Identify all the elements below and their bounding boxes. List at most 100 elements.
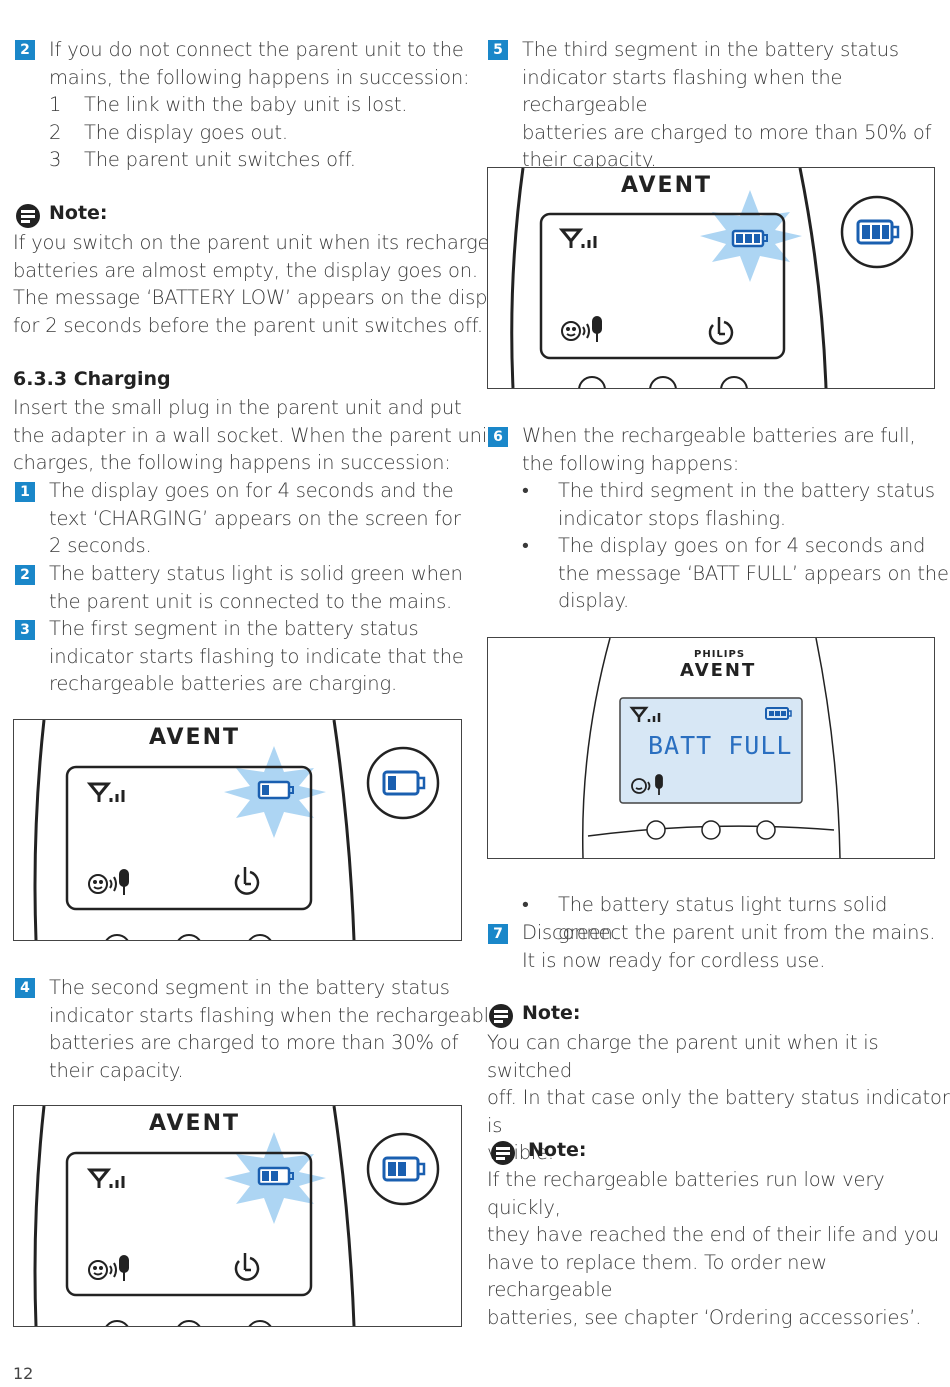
step-line: indicator starts flashing when the recha… bbox=[49, 1003, 501, 1027]
intro-line: Insert the small plug in the parent unit… bbox=[13, 396, 462, 419]
timer-icon bbox=[234, 1253, 260, 1281]
step-line: the parent unit is connected to the main… bbox=[49, 589, 453, 613]
device-drawing bbox=[581, 638, 841, 858]
battery-one-segment-icon bbox=[366, 746, 440, 820]
device-drawing bbox=[33, 1106, 440, 1326]
bullet-line: The third segment in the battery status bbox=[558, 479, 935, 502]
step-line: The display goes on for 4 seconds and th… bbox=[49, 479, 454, 502]
device-illustration-batt-full: PHILIPS AVENT BATT FULL bbox=[487, 637, 935, 859]
voice-icon bbox=[88, 1255, 129, 1281]
note-line: batteries, see chapter ‘Ordering accesso… bbox=[487, 1305, 922, 1329]
note-line: batteries are almost empty, the display … bbox=[13, 258, 478, 282]
device-illustration-two-segments: AVENT bbox=[13, 1105, 462, 1327]
step-4-number: 4 bbox=[15, 978, 35, 998]
step-line: It is now ready for cordless use. bbox=[522, 948, 826, 972]
step-line: The second segment in the battery status bbox=[49, 976, 450, 999]
step-line: their capacity. bbox=[49, 1058, 184, 1082]
bullet-icon: • bbox=[522, 534, 529, 557]
section-intro: Insert the small plug in the parent unit… bbox=[13, 394, 495, 477]
bullet-line: The battery status light turns solid gre… bbox=[558, 893, 888, 944]
note-icon bbox=[16, 204, 40, 228]
step-line: the following happens: bbox=[522, 451, 740, 475]
step-5-text: The third segment in the battery status … bbox=[522, 36, 950, 174]
step-3-number: 3 bbox=[15, 620, 35, 640]
section-heading: 6.3.3 Charging bbox=[13, 368, 171, 390]
step-1-text: The display goes on for 4 seconds and th… bbox=[49, 477, 461, 560]
step-6-number: 6 bbox=[488, 427, 508, 447]
step-line: The battery status light is solid green … bbox=[49, 562, 463, 585]
note-title: Note: bbox=[49, 202, 108, 224]
step-line: The first segment in the battery status bbox=[49, 617, 419, 640]
note-body: If you switch on the parent unit when it… bbox=[13, 229, 530, 339]
step-2b-text: The battery status light is solid green … bbox=[49, 560, 463, 615]
list-item: • The display goes on for 4 seconds and … bbox=[522, 532, 949, 615]
note-icon bbox=[491, 1141, 515, 1165]
note-line: If the rechargeable batteries run low ve… bbox=[487, 1168, 885, 1219]
list-number: 2 bbox=[49, 120, 62, 144]
note-line: You can charge the parent unit when it i… bbox=[487, 1031, 879, 1082]
note-line: have to replace them. To order new recha… bbox=[487, 1250, 827, 1302]
step-line: Disconnect the parent unit from the main… bbox=[522, 921, 936, 944]
bullet-line: display. bbox=[558, 589, 630, 612]
note-body: If the rechargeable batteries run low ve… bbox=[487, 1166, 950, 1331]
signal-icon bbox=[86, 1168, 125, 1188]
step-2b-number: 2 bbox=[15, 565, 35, 585]
note-line: off. In that case only the battery statu… bbox=[487, 1086, 950, 1137]
battery-two-segments-icon bbox=[366, 1132, 440, 1206]
voice-icon bbox=[88, 869, 129, 895]
note-title: Note: bbox=[522, 1002, 581, 1024]
lcd-message: BATT FULL bbox=[648, 731, 793, 760]
timer-icon bbox=[234, 867, 260, 895]
bullet-line: the message ‘BATT FULL’ appears on the bbox=[558, 561, 949, 585]
step-line: 2 seconds. bbox=[49, 534, 152, 557]
step-line: When the rechargeable batteries are full… bbox=[522, 424, 916, 447]
list-item: 2 The display goes out. bbox=[49, 119, 407, 147]
timer-icon bbox=[708, 317, 734, 345]
list-item: • The battery status light turns solid g… bbox=[522, 891, 950, 946]
note-icon bbox=[489, 1004, 513, 1028]
list-number: 1 bbox=[49, 93, 62, 116]
list-text: The display goes out. bbox=[84, 120, 288, 144]
step-2-line: mains, the following happens in successi… bbox=[49, 65, 470, 89]
note-line: for 2 seconds before the parent unit swi… bbox=[13, 313, 483, 337]
signal-icon bbox=[629, 706, 661, 722]
device-illustration-three-segments: AVENT bbox=[487, 167, 935, 389]
step-2-line: If you do not connect the parent unit to… bbox=[49, 38, 464, 61]
step-7-number: 7 bbox=[488, 924, 508, 944]
note-body: You can charge the parent unit when it i… bbox=[487, 1029, 950, 1167]
step-line: their capacity. bbox=[522, 148, 657, 171]
maker-logo: PHILIPS bbox=[694, 649, 746, 660]
step-3-text: The first segment in the battery status … bbox=[49, 615, 464, 698]
brand-logo: AVENT bbox=[149, 1111, 241, 1136]
note-line: If you switch on the parent unit when it… bbox=[13, 231, 531, 254]
page-number: 12 bbox=[13, 1364, 34, 1383]
list-item: • The third segment in the battery statu… bbox=[522, 477, 949, 532]
step-2-text: If you do not connect the parent unit to… bbox=[49, 36, 470, 91]
voice-icon bbox=[561, 316, 602, 342]
step-5-number: 5 bbox=[488, 40, 508, 60]
step-6-text: When the rechargeable batteries are full… bbox=[522, 422, 916, 477]
battery-full-icon bbox=[840, 195, 914, 269]
step-1-number: 1 bbox=[15, 482, 35, 502]
brand-logo: AVENT bbox=[680, 660, 757, 681]
intro-line: charges, the following happens in succes… bbox=[13, 451, 451, 474]
step-7-text: Disconnect the parent unit from the main… bbox=[522, 919, 935, 974]
step-4-text: The second segment in the battery status… bbox=[49, 974, 501, 1084]
battery-full-icon bbox=[765, 707, 792, 720]
brand-logo: AVENT bbox=[621, 173, 713, 198]
note-line: they have reached the end of their life … bbox=[487, 1223, 939, 1246]
brand-logo: AVENT bbox=[149, 725, 241, 750]
list-item: 3 The parent unit switches off. bbox=[49, 146, 407, 174]
step-line: batteries are charged to more than 50% o… bbox=[522, 120, 932, 144]
bullet-list: • The third segment in the battery statu… bbox=[522, 477, 949, 615]
step-line: batteries are charged to more than 30% o… bbox=[49, 1031, 459, 1054]
step-line: The third segment in the battery status bbox=[522, 38, 899, 61]
step-2-number: 2 bbox=[15, 40, 35, 60]
note-line: The message ‘BATTERY LOW’ appears on the… bbox=[13, 286, 516, 309]
intro-line: the adapter in a wall socket. When the p… bbox=[13, 423, 495, 447]
list-text: The parent unit switches off. bbox=[84, 148, 356, 171]
device-drawing bbox=[510, 168, 914, 388]
device-illustration-one-segment: AVENT bbox=[13, 719, 462, 941]
list-number: 3 bbox=[49, 148, 62, 171]
